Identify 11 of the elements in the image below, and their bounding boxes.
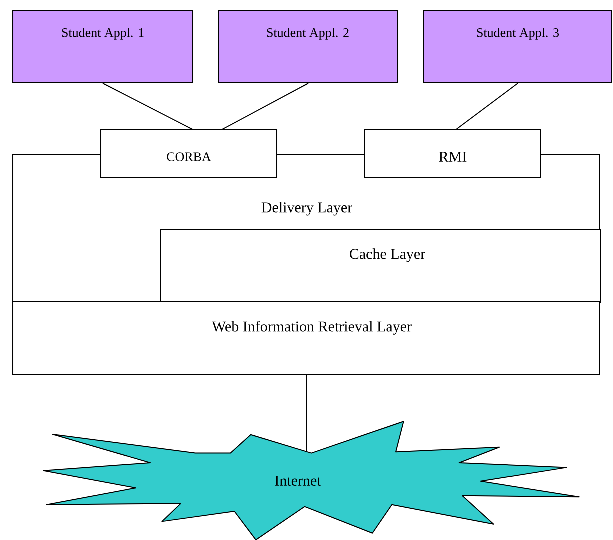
connector-line xyxy=(102,83,194,130)
connector-line xyxy=(306,375,307,452)
protocol-box: CORBA xyxy=(100,130,278,178)
connector-line xyxy=(222,83,309,130)
protocol-box: RMI xyxy=(364,130,542,178)
application-box: Student Appl. 2 xyxy=(218,10,398,84)
application-box: Student Appl. 3 xyxy=(424,10,612,84)
layer-box: Web Information Retrieval Layer xyxy=(12,302,600,376)
connector-line xyxy=(456,83,518,130)
layer-box: Cache Layer xyxy=(160,229,601,303)
application-box: Student Appl. 1 xyxy=(12,10,194,84)
